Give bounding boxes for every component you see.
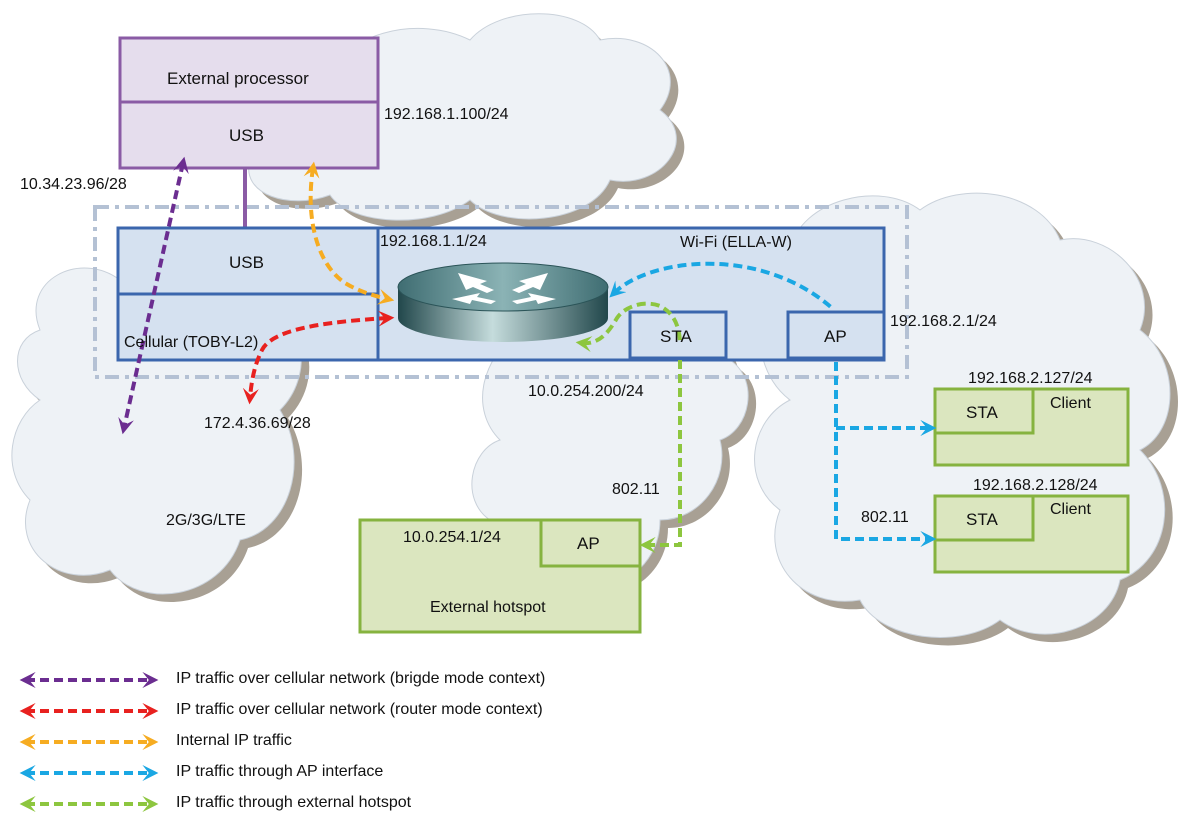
ap-interface-label: AP	[824, 327, 847, 346]
wifi-standard-right-label: 802.11	[861, 509, 909, 526]
client2-ip-label: 192.168.2.128/24	[973, 477, 1098, 494]
cellular-module-label: Cellular (TOBY-L2)	[124, 334, 259, 351]
ap-interface-box	[786, 310, 886, 360]
module-usb-label: USB	[229, 253, 264, 272]
cellular-network-label: 2G/3G/LTE	[166, 512, 246, 529]
legend-label-1: IP traffic over cellular network (router…	[176, 701, 543, 718]
client1-sta-box	[933, 387, 1035, 435]
router-icon	[397, 262, 609, 342]
bridge-mode-ip-label: 10.34.23.96/28	[20, 176, 127, 193]
client1-ip-label: 192.168.2.127/24	[968, 370, 1093, 387]
bridge-mode-traffic-arrow	[118, 156, 189, 435]
ap-to-clients-line	[834, 362, 937, 547]
legend-arrows	[19, 672, 159, 812]
legend-label-0: IP traffic over cellular network (brigde…	[176, 670, 546, 687]
external-processor-label: External processor	[167, 69, 309, 88]
hotspot-ap-label: AP	[577, 534, 600, 553]
module-outline	[93, 205, 909, 379]
internal-traffic-arrow	[303, 161, 395, 305]
sta-interface-box	[628, 310, 728, 360]
wifi-standard-left-label: 802.11	[612, 481, 660, 498]
external-processor-usb-label: USB	[229, 126, 264, 145]
cellular-ip-label: 172.4.36.69/28	[204, 415, 311, 432]
ap-traffic-arrow	[609, 261, 834, 310]
hotspot-ip-label: 10.0.254.1/24	[403, 529, 501, 546]
wifi-module-label: Wi-Fi (ELLA-W)	[680, 234, 792, 251]
hotspot-traffic-arrow	[575, 301, 682, 353]
client2-label: Client	[1050, 501, 1091, 518]
sta-to-hotspot-line	[639, 360, 682, 553]
external-hotspot-label: External hotspot	[430, 599, 546, 616]
external-processor-ip-label: 192.168.1.100/24	[384, 106, 509, 123]
sta-interface-label: STA	[660, 327, 692, 346]
router-mode-traffic-arrow	[242, 310, 395, 405]
router-ip-label: 192.168.1.1/24	[380, 233, 487, 250]
legend-label-3: IP traffic through AP interface	[176, 763, 384, 780]
client2-sta-box	[933, 494, 1035, 542]
legend-label-4: IP traffic through external hotspot	[176, 794, 412, 811]
client1-label: Client	[1050, 395, 1091, 412]
ap-ip-label: 192.168.2.1/24	[890, 313, 997, 330]
legend-label-2: Internal IP traffic	[176, 732, 292, 749]
sta-ip-label: 10.0.254.200/24	[528, 383, 644, 400]
client2-sta-label: STA	[966, 510, 998, 529]
client1-sta-label: STA	[966, 403, 998, 422]
